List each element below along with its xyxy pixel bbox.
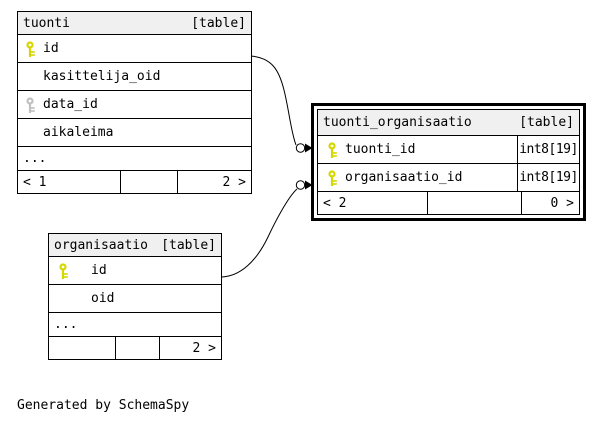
table-footer: 2 > [49,337,221,359]
footer-children-count: 2 > [192,340,216,356]
more-columns-ellipsis: ... [18,147,251,171]
footer-spacer-cell [121,171,178,193]
footer-parents-count: < 1 [18,171,121,193]
table-type-label: [table] [519,115,574,130]
table-footer: < 2 0 > [318,192,579,214]
keycell [327,169,341,186]
table-footer: < 1 2 > [18,171,251,193]
column-name: oid [91,291,115,306]
more-columns-ellipsis: ... [49,313,221,337]
column-name: data_id [43,97,98,112]
keycell [25,96,39,113]
column-row-oid[interactable]: oid [49,285,221,313]
table-tuonti-organisaatio-outline: tuonti_organisaatio [table] tuonti_id in… [311,103,586,221]
table-type-label: [table] [191,15,246,31]
column-datatype: int8[19] [517,164,579,191]
edge-organisaatio-to-junction [221,188,298,278]
keycell [25,40,39,57]
table-type-label: [table] [161,237,216,253]
column-name: aikaleima [43,125,114,140]
ellipsis-label: ... [54,317,78,332]
cardinality-circle-icon [295,180,306,190]
column-row-organisaatio-id[interactable]: organisaatio_id int8[19] [318,164,579,192]
column-name: id [91,263,107,278]
footer-spacer-cell [428,192,522,214]
table-title: tuonti [23,15,70,31]
footer-children-count: 2 > [222,174,246,190]
keycell [327,141,341,158]
table-tuonti: tuonti [table] id kasittelija_oid [17,11,252,194]
cardinality-circle-icon [295,143,306,153]
footer-spacer-cell [116,337,160,359]
column-row-id[interactable]: id [18,35,251,63]
column-name: organisaatio_id [345,170,463,185]
primary-key-icon [328,141,337,158]
column-row-tuonti-id[interactable]: tuonti_id int8[19] [318,136,579,164]
column-row-data-id[interactable]: data_id [18,91,251,119]
footer-children-count: 0 > [550,195,574,211]
primary-key-icon [328,169,337,186]
column-name: kasittelija_oid [43,69,161,84]
keycell [58,262,72,279]
edge-tuonti-to-junction [250,55,297,146]
generator-note: Generated by SchemaSpy [17,398,190,413]
table-header-tuonti[interactable]: tuonti [table] [18,12,251,35]
primary-key-icon [26,40,35,57]
footer-parents-count: < 2 [318,192,428,214]
column-row-id[interactable]: id [49,257,221,285]
column-datatype: int8[19] [517,136,579,163]
table-title: organisaatio [54,237,148,253]
table-header-tuonti-organisaatio[interactable]: tuonti_organisaatio [table] [318,110,579,136]
footer-parents-count [49,337,116,359]
column-row-aikaleima[interactable]: aikaleima [18,119,251,147]
column-row-kasittelija-oid[interactable]: kasittelija_oid [18,63,251,91]
table-organisaatio: organisaatio [table] id oid ... 2 > [48,233,222,360]
column-name: tuonti_id [345,142,416,157]
table-title: tuonti_organisaatio [323,115,472,130]
ellipsis-label: ... [23,151,47,166]
primary-key-icon [59,262,68,279]
table-tuonti-organisaatio: tuonti_organisaatio [table] tuonti_id in… [317,109,580,215]
table-header-organisaatio[interactable]: organisaatio [table] [49,234,221,257]
column-name: id [43,41,59,56]
foreign-key-icon [26,96,35,113]
